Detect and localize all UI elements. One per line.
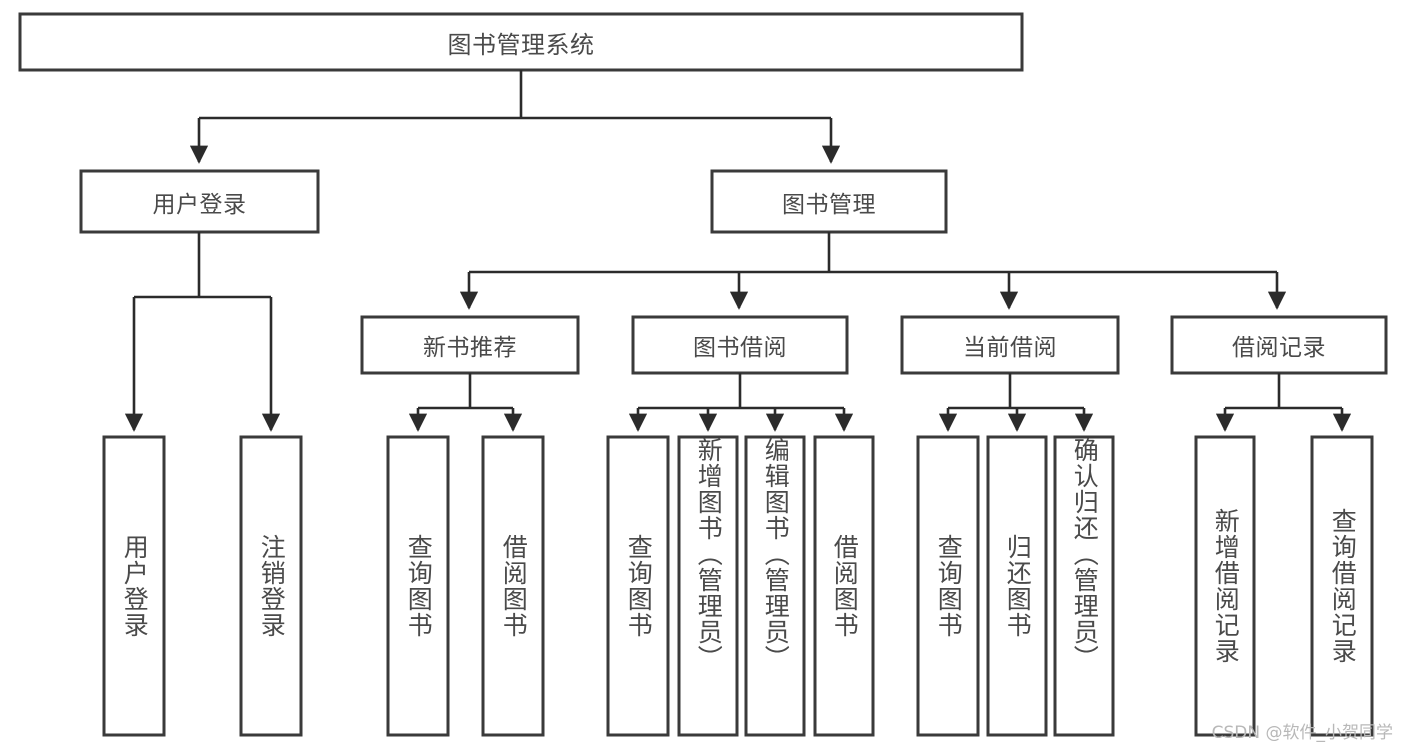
leaf-user-login-2-box[interactable]: [239, 435, 303, 737]
leaf-current-borrow-1-box[interactable]: [916, 435, 980, 737]
node-book-borrow-box[interactable]: [631, 315, 849, 375]
leaf-borrow-record-2-box[interactable]: [1310, 435, 1374, 737]
node-current-borrow-box[interactable]: [900, 315, 1120, 375]
node-user-login-box[interactable]: [79, 169, 320, 234]
node-book-manage-box[interactable]: [710, 169, 948, 234]
leaf-book-borrow-2-box[interactable]: [677, 435, 739, 737]
leaf-current-borrow-3-box[interactable]: [1053, 435, 1115, 737]
leaf-current-borrow-2-box[interactable]: [986, 435, 1048, 737]
leaf-new-book-1-box[interactable]: [386, 435, 450, 737]
leaf-borrow-record-1-box[interactable]: [1194, 435, 1256, 737]
leaf-book-borrow-3-box[interactable]: [744, 435, 806, 737]
node-new-book-recommend-box[interactable]: [360, 315, 580, 375]
node-root-box[interactable]: [18, 12, 1024, 72]
leaf-new-book-2-box[interactable]: [481, 435, 545, 737]
leaf-book-borrow-1-box[interactable]: [606, 435, 670, 737]
leaf-book-borrow-4-box[interactable]: [813, 435, 875, 737]
watermark-text: CSDN @软件_小贺同学: [1211, 723, 1393, 743]
leaf-user-login-1-box[interactable]: [102, 435, 166, 737]
node-borrow-record-box[interactable]: [1170, 315, 1388, 375]
